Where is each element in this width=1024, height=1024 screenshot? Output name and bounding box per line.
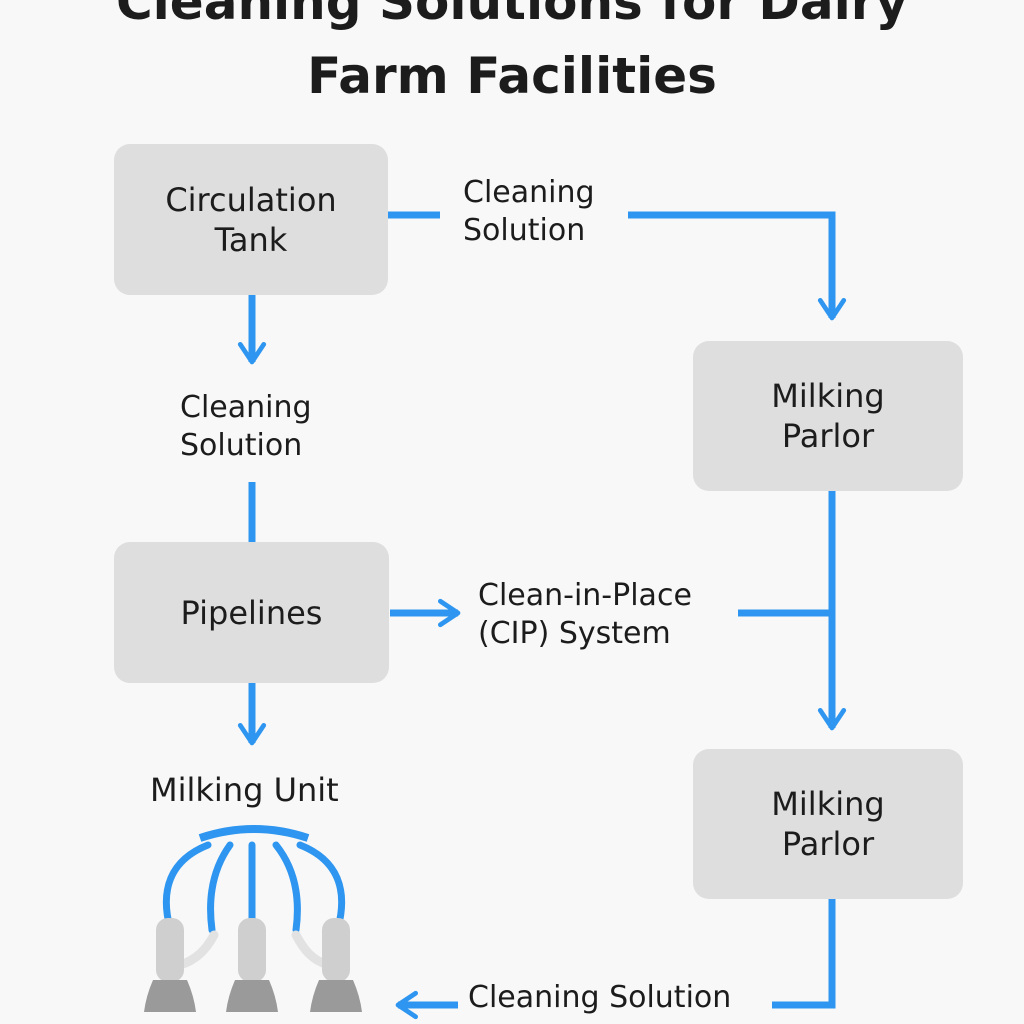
node-milking-parlor-2-line-2: Parlor bbox=[781, 825, 875, 863]
node-milking-parlor-1-line-2: Parlor bbox=[781, 417, 875, 455]
milk-tube-1 bbox=[162, 841, 212, 932]
teat-cup-1 bbox=[156, 918, 184, 982]
milk-tube-4 bbox=[272, 841, 301, 934]
milk-tube-2 bbox=[207, 841, 234, 934]
edge-label-tank-to-pipelines-line-1: Cleaning bbox=[180, 390, 312, 425]
teat-cup-2 bbox=[238, 918, 266, 982]
edge-label-pipelines-to-cip: Clean-in-Place (CIP) System bbox=[478, 577, 692, 653]
edge-label-tank-to-parlor-line-1: Cleaning bbox=[463, 175, 595, 210]
teat-cup-base-1 bbox=[144, 980, 196, 1012]
diagram-title-line-2: Farm Facilities bbox=[307, 47, 717, 105]
edge-label-tank-to-pipelines: Cleaning Solution bbox=[180, 389, 312, 465]
node-circulation-tank-line-1: Circulation bbox=[165, 180, 337, 219]
diagram-title-line-1: Cleaning Solutions for Dairy bbox=[115, 0, 909, 31]
node-milking-parlor-1: Milking Parlor bbox=[693, 341, 963, 491]
edge-label-tank-to-parlor-line-2: Solution bbox=[463, 213, 586, 248]
connector-label-to-parlor-1 bbox=[628, 211, 847, 321]
node-circulation-tank-line-2: Tank bbox=[214, 220, 288, 259]
edge-label-pipelines-to-cip-line-1: Clean-in-Place bbox=[478, 578, 692, 613]
milking-claw-arc bbox=[198, 825, 310, 842]
node-pipelines-label: Pipelines bbox=[180, 593, 323, 632]
node-milking-parlor-1-line-1: Milking bbox=[771, 377, 885, 415]
edge-label-tank-to-pipelines-line-2: Solution bbox=[180, 428, 303, 463]
milk-tube-5 bbox=[296, 841, 346, 932]
edge-label-pipelines-to-cip-line-2: (CIP) System bbox=[478, 616, 671, 651]
teat-cup-3 bbox=[322, 918, 350, 982]
edge-label-parlor-to-unit: Cleaning Solution bbox=[468, 980, 732, 1015]
node-milking-parlor-2-line-1: Milking bbox=[771, 785, 885, 823]
teat-cup-base-3 bbox=[310, 980, 362, 1012]
milking-unit-icon bbox=[144, 825, 362, 1012]
node-milking-unit-label: Milking Unit bbox=[150, 771, 339, 809]
edge-label-tank-to-parlor: Cleaning Solution bbox=[463, 174, 595, 250]
node-milking-parlor-2: Milking Parlor bbox=[693, 749, 963, 899]
node-pipelines: Pipelines bbox=[114, 542, 389, 683]
teat-cup-base-2 bbox=[226, 980, 278, 1012]
node-circulation-tank: Circulation Tank bbox=[114, 144, 388, 295]
connector-parlor-2-down bbox=[772, 898, 836, 1009]
